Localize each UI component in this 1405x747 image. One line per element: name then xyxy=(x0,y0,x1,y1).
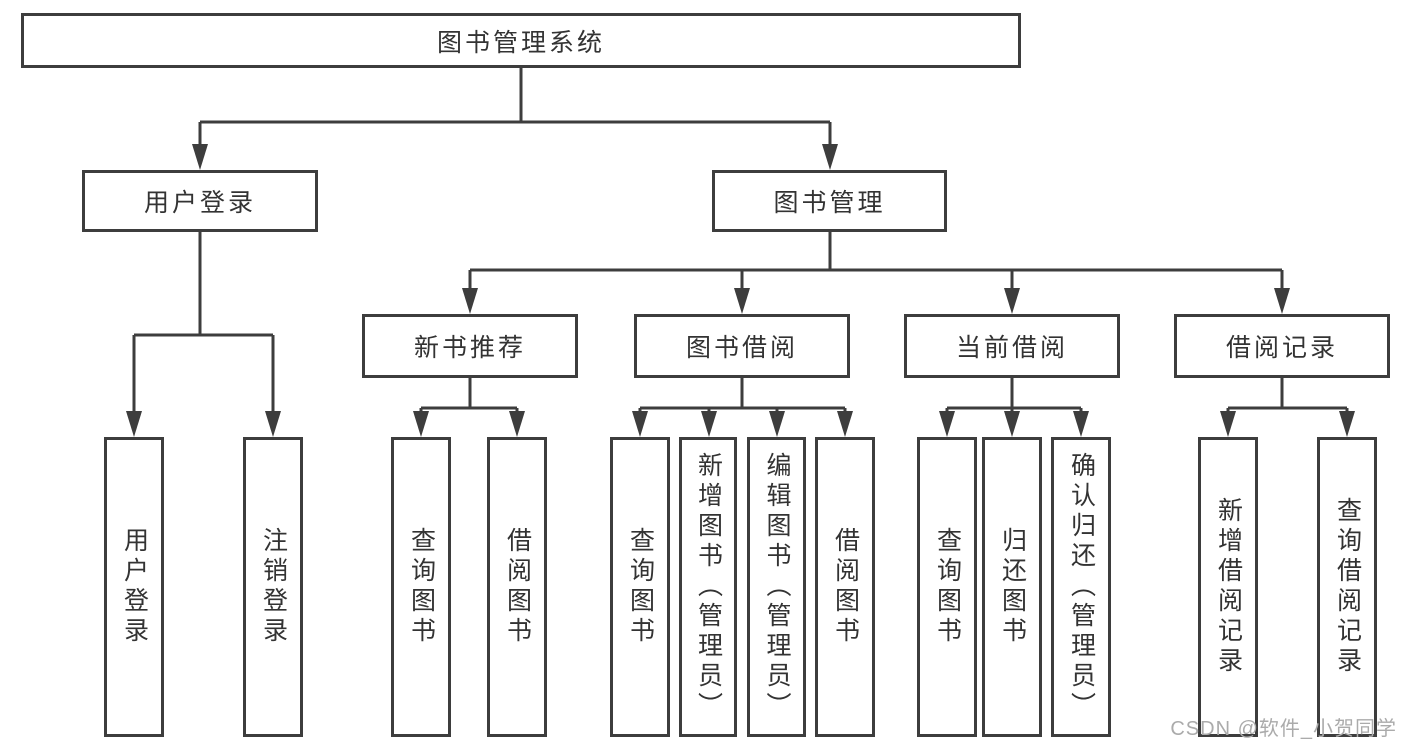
arrowhead xyxy=(192,144,208,170)
node-current-borrow: 当前借阅 xyxy=(904,314,1120,378)
arrowhead xyxy=(462,288,478,314)
arrowhead xyxy=(939,411,955,437)
node-user-login: 用户登录 xyxy=(82,170,318,232)
csdn-watermark: CSDN @软件_小贺同学 xyxy=(1170,718,1397,740)
leaf-label: 查询借阅记录 xyxy=(1333,497,1362,677)
leaf-label: 确认归还（管理员） xyxy=(1067,452,1096,722)
node-label: 图书管理系统 xyxy=(436,28,605,57)
arrowhead xyxy=(1004,411,1020,437)
node-label: 新书推荐 xyxy=(413,334,526,362)
arrowhead xyxy=(413,411,429,437)
node-book-borrow: 图书借阅 xyxy=(634,314,850,378)
arrowhead xyxy=(509,411,525,437)
leaf-label: 查询图书 xyxy=(626,527,655,647)
leaf-label: 借阅图书 xyxy=(503,527,532,647)
arrowhead xyxy=(1220,411,1236,437)
node-new-book-recommend: 新书推荐 xyxy=(362,314,578,378)
leaf-label: 注销登录 xyxy=(259,527,288,647)
node-label: 图书借阅 xyxy=(685,334,798,362)
leaf-borrow-books: 借阅图书 xyxy=(815,437,875,737)
connector-borrow-records xyxy=(1226,378,1349,417)
arrowhead xyxy=(126,411,142,437)
leaf-confirm-return-admin: 确认归还（管理员） xyxy=(1051,437,1111,737)
leaf-borrow-books-recommend: 借阅图书 xyxy=(487,437,547,737)
arrowhead xyxy=(265,411,281,437)
node-book-management: 图书管理 xyxy=(712,170,947,232)
node-label: 借阅记录 xyxy=(1225,334,1338,362)
leaf-label: 借阅图书 xyxy=(831,527,860,647)
arrowhead xyxy=(1339,411,1355,437)
arrowhead xyxy=(822,144,838,170)
node-label: 当前借阅 xyxy=(955,334,1068,362)
leaf-logout: 注销登录 xyxy=(243,437,303,737)
connector-book-management xyxy=(468,232,1284,294)
arrowhead xyxy=(769,411,785,437)
node-library-management-system: 图书管理系统 xyxy=(21,13,1021,68)
arrowhead xyxy=(1073,411,1089,437)
leaf-label: 归还图书 xyxy=(998,527,1027,647)
leaf-add-book-admin: 新增图书（管理员） xyxy=(679,437,737,737)
leaf-label: 查询图书 xyxy=(407,527,436,647)
leaf-user-login: 用户登录 xyxy=(104,437,164,737)
leaf-edit-book-admin: 编辑图书（管理员） xyxy=(747,437,806,737)
arrowhead xyxy=(1274,288,1290,314)
leaf-label: 新增图书（管理员） xyxy=(694,452,723,722)
leaf-label: 编辑图书（管理员） xyxy=(763,452,791,722)
node-label: 图书管理 xyxy=(773,189,886,217)
arrowhead xyxy=(1004,288,1020,314)
connector-new-book-recommend xyxy=(419,378,519,417)
connector-book-borrow xyxy=(638,378,847,417)
leaf-label: 新增借阅记录 xyxy=(1214,497,1243,677)
leaf-query-books-current: 查询图书 xyxy=(917,437,977,737)
node-label: 用户登录 xyxy=(143,189,256,217)
leaf-query-books-recommend: 查询图书 xyxy=(391,437,451,737)
connector-root xyxy=(198,68,832,150)
arrowhead xyxy=(701,411,717,437)
arrowhead xyxy=(632,411,648,437)
leaf-label: 查询图书 xyxy=(933,527,962,647)
arrowhead xyxy=(734,288,750,314)
leaf-add-borrow-record: 新增借阅记录 xyxy=(1198,437,1258,737)
leaf-query-books-borrow: 查询图书 xyxy=(610,437,670,737)
node-borrow-records: 借阅记录 xyxy=(1174,314,1390,378)
connector-user-login xyxy=(132,232,275,417)
leaf-label: 用户登录 xyxy=(120,527,149,647)
arrowhead xyxy=(837,411,853,437)
leaf-query-borrow-record: 查询借阅记录 xyxy=(1317,437,1377,737)
leaf-return-book: 归还图书 xyxy=(982,437,1042,737)
